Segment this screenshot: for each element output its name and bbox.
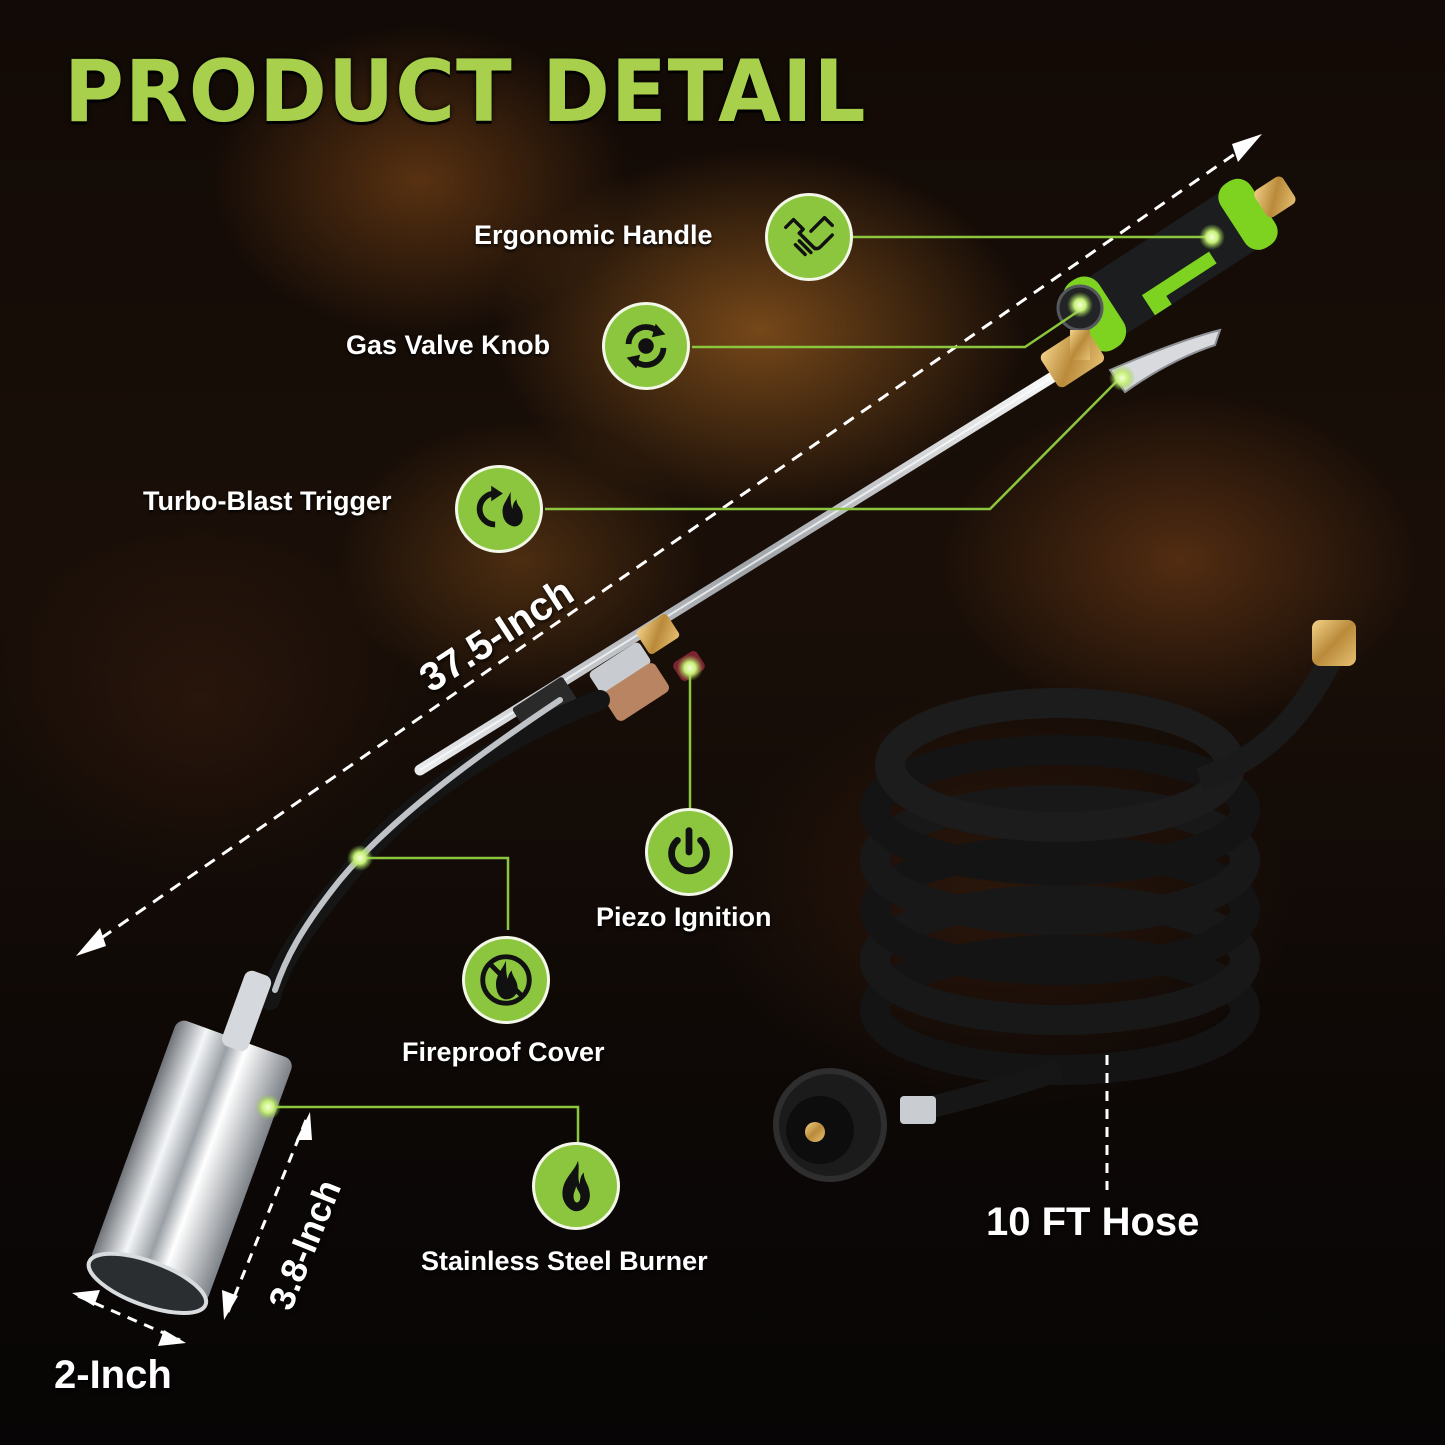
feature-label-ergonomic-handle: Ergonomic Handle bbox=[474, 220, 713, 250]
torch-handle bbox=[1062, 176, 1296, 352]
stainless-steel-burner bbox=[86, 970, 292, 1315]
burner-length-arrow bbox=[222, 1112, 312, 1320]
burner-diameter-arrow bbox=[72, 1290, 186, 1346]
feature-label-fireproof-cover: Fireproof Cover bbox=[402, 1037, 605, 1067]
feature-badge-gas-valve-knob bbox=[602, 302, 690, 390]
feature-badge-ergonomic-handle bbox=[765, 193, 853, 281]
feature-label-gas-valve-knob: Gas Valve Knob bbox=[346, 330, 551, 360]
no-fire-icon bbox=[480, 954, 532, 1006]
feature-label-piezo-ignition: Piezo Ignition bbox=[596, 902, 772, 932]
feature-badge-stainless-steel-burner bbox=[532, 1142, 620, 1230]
dimension-burner-diameter: 2-Inch bbox=[54, 1353, 172, 1397]
handshake-icon bbox=[784, 215, 834, 257]
cycle-flame-icon bbox=[476, 485, 523, 528]
fireproof-cover-hose bbox=[260, 690, 610, 1010]
gas-valve-body bbox=[1040, 284, 1222, 394]
feature-label-stainless-steel-burner: Stainless Steel Burner bbox=[421, 1246, 708, 1276]
feature-badge-fireproof-cover bbox=[462, 936, 550, 1024]
coiled-gas-hose bbox=[773, 620, 1356, 1182]
flame-icon bbox=[562, 1160, 590, 1212]
power-icon bbox=[668, 827, 710, 875]
leader-lines bbox=[268, 235, 1212, 1145]
anchor-dots bbox=[255, 224, 1225, 1120]
rotate-arrows-icon bbox=[625, 323, 667, 369]
feature-label-turbo-blast-trigger: Turbo-Blast Trigger bbox=[143, 486, 392, 516]
page-title: PRODUCT DETAIL bbox=[64, 42, 867, 142]
length-dimension-arrow bbox=[76, 134, 1262, 956]
feature-badge-piezo-ignition bbox=[645, 808, 733, 896]
dimension-hose-length: 10 FT Hose bbox=[986, 1200, 1200, 1244]
feature-badge-turbo-blast-trigger bbox=[455, 465, 543, 553]
